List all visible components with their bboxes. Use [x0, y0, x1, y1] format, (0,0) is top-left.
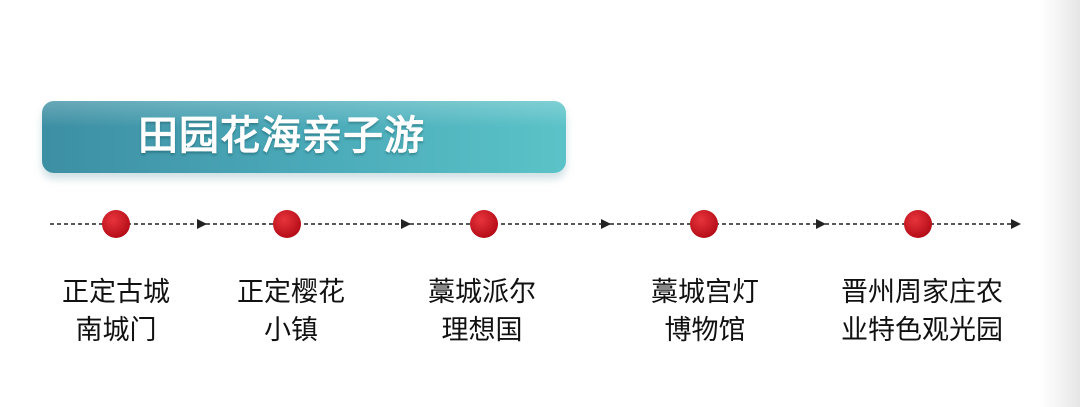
stop-3-line-1: 藁城派尔	[428, 277, 536, 308]
stop-node-1	[102, 210, 130, 238]
stop-label-5: 晋州周家庄农 业特色观光园	[817, 274, 1027, 350]
title-banner: 田园花海亲子游	[42, 101, 566, 173]
banner-title: 田园花海亲子游	[138, 113, 425, 159]
stop-1-line-1: 正定古城	[62, 277, 170, 308]
right-edge-shade	[1040, 0, 1080, 407]
stop-label-4: 藁城宫灯 博物馆	[600, 274, 810, 350]
stop-3-line-2: 理想国	[441, 315, 523, 346]
stop-2-line-2: 小镇	[264, 315, 318, 346]
stop-5-line-1: 晋州周家庄农	[841, 277, 1003, 308]
stop-5-line-2: 业特色观光园	[841, 315, 1003, 346]
stop-label-2: 正定樱花 小镇	[186, 274, 396, 350]
stop-node-5	[904, 210, 932, 238]
stop-4-line-2: 博物馆	[664, 315, 746, 346]
stop-node-3	[470, 210, 498, 238]
stop-2-line-1: 正定樱花	[237, 277, 345, 308]
stop-label-3: 藁城派尔 理想国	[377, 274, 587, 350]
stop-4-line-1: 藁城宫灯	[651, 277, 759, 308]
stop-label-1: 正定古城 南城门	[11, 274, 221, 350]
stop-node-4	[690, 210, 718, 238]
stop-1-line-2: 南城门	[75, 315, 157, 346]
stop-node-2	[273, 210, 301, 238]
